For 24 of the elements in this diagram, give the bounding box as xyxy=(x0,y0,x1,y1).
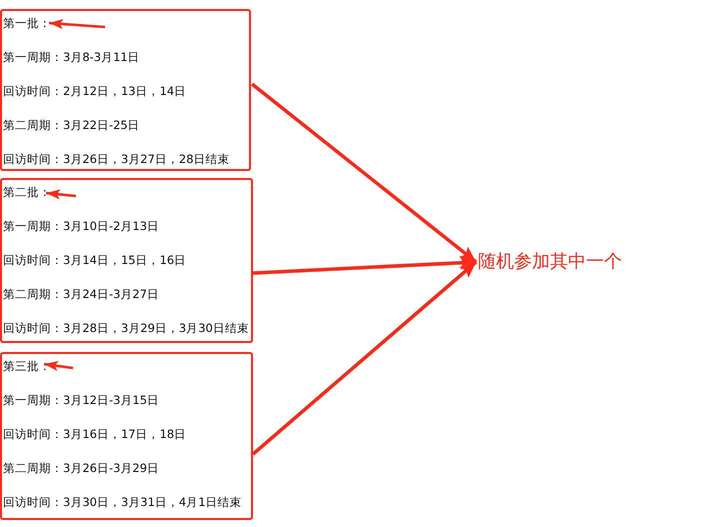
schedule-text: 第一周期：3月12日-3月15日 xyxy=(3,393,160,407)
schedule-text: 第二周期：3月24日-3月27日 xyxy=(3,287,160,301)
schedule-text: 回访时间：3月16日，17日，18日 xyxy=(3,427,186,441)
arrow xyxy=(252,256,476,275)
schedule-text: 回访时间：3月28日，3月29日，3月30日结束 xyxy=(3,321,249,335)
batch-heading: 第一批： xyxy=(3,16,51,30)
arrow xyxy=(44,360,74,371)
batch-box xyxy=(0,178,253,343)
batch-box xyxy=(0,352,253,520)
note-text: 随机参加其中一个 xyxy=(478,251,622,273)
arrow xyxy=(252,260,478,456)
schedule-text: 第二周期：3月22日-25日 xyxy=(3,118,140,132)
schedule-text: 回访时间：3月30日，3月31日，4月1日结束 xyxy=(3,495,242,509)
arrow xyxy=(250,82,478,264)
arrow xyxy=(48,19,106,29)
schedule-text: 回访时间：2月12日，13日，14日 xyxy=(3,84,186,98)
schedule-text: 第一周期：3月10日-2月13日 xyxy=(3,219,160,233)
arrow xyxy=(46,189,76,200)
batch-box xyxy=(0,9,251,171)
schedule-text: 回访时间：3月26日，3月27日，28日结束 xyxy=(3,152,230,166)
schedule-text: 第二周期：3月26日-3月29日 xyxy=(3,461,160,475)
batch-heading: 第二批： xyxy=(3,185,51,199)
schedule-text: 回访时间：3月14日，15日，16日 xyxy=(3,253,186,267)
schedule-text: 第一周期：3月8-3月11日 xyxy=(3,50,140,64)
